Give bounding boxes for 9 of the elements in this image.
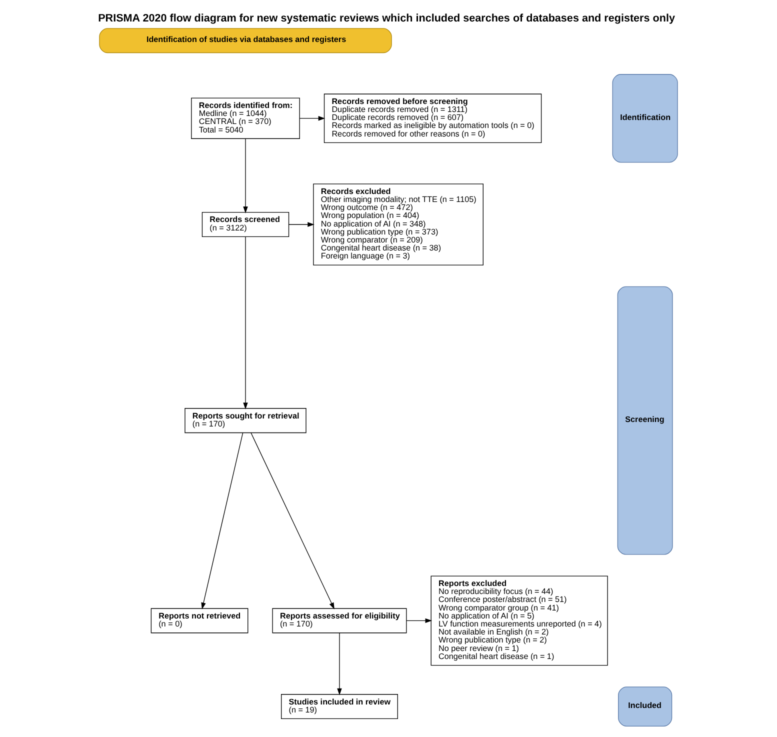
arrow [406, 618, 432, 624]
arrow [243, 236, 248, 410]
arrow [337, 632, 342, 696]
arrow [243, 138, 248, 214]
arrow [201, 432, 244, 610]
arrow [299, 116, 326, 121]
arrow [288, 222, 314, 227]
diagram-title: PRISMA 2020 flow diagram for new systematic reviews which included searches of databases and registers only [98, 12, 675, 25]
arrow [250, 432, 334, 610]
